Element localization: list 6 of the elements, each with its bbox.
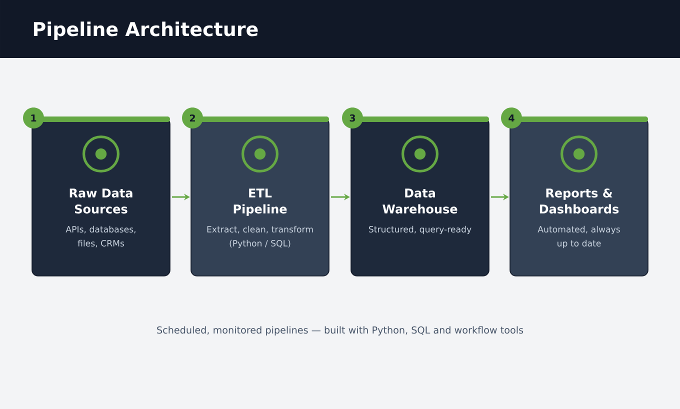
title-bar: Pipeline Architecture (0, 0, 680, 58)
caption: Scheduled, monitored pipelines — built with Python, SQL and workflow tools (157, 326, 524, 336)
number-badge: 1 (23, 108, 44, 128)
number-badge: 4 (501, 108, 522, 128)
number-badge: 3 (342, 108, 363, 128)
number-badge: 2 (182, 108, 203, 128)
